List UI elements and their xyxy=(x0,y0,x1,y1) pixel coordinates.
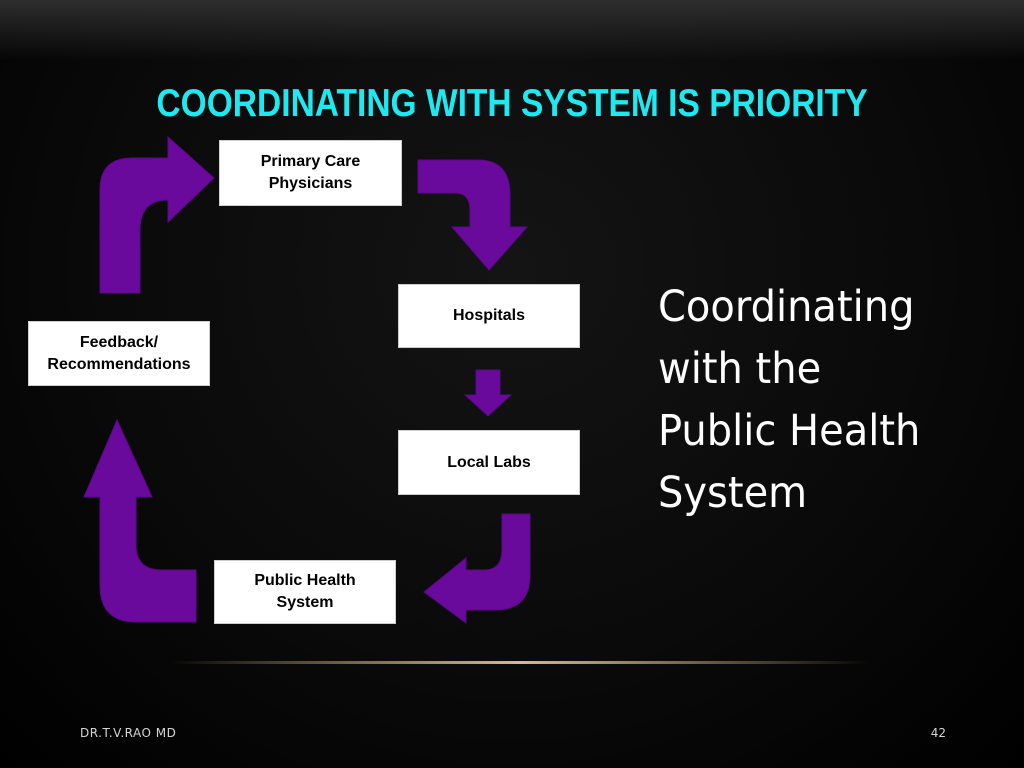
arrow-hospitals-to-local-labs xyxy=(463,369,513,417)
node-local-labs: Local Labs xyxy=(398,430,580,495)
slide-title: COORDINATING WITH SYSTEM IS PRIORITY xyxy=(156,82,868,125)
arrow-local-labs-to-public-health xyxy=(423,513,531,624)
page-number: 42 xyxy=(930,726,946,740)
arrow-feedback-to-primary-care xyxy=(99,135,215,294)
footer-author: DR.T.V.RAO MD xyxy=(80,726,177,740)
node-label: Public Health System xyxy=(254,572,356,611)
node-label: Primary Care Physicians xyxy=(260,153,361,192)
top-shade xyxy=(0,0,1024,60)
node-public-health: Public Health System xyxy=(214,560,396,624)
node-feedback: Feedback/ Recommendations xyxy=(28,321,210,386)
node-label: Feedback/ Recommendations xyxy=(47,333,191,373)
node-primary-care: Primary Care Physicians xyxy=(219,140,402,206)
node-label: Local Labs xyxy=(447,453,531,471)
divider-glow-line xyxy=(170,661,870,664)
side-caption: Coordinating with the Public Health Syst… xyxy=(658,282,921,518)
arrow-public-health-to-feedback xyxy=(83,418,197,623)
node-label: Hospitals xyxy=(452,307,525,324)
arrow-primary-care-to-hospitals xyxy=(417,159,529,271)
node-hospitals: Hospitals xyxy=(398,284,580,348)
